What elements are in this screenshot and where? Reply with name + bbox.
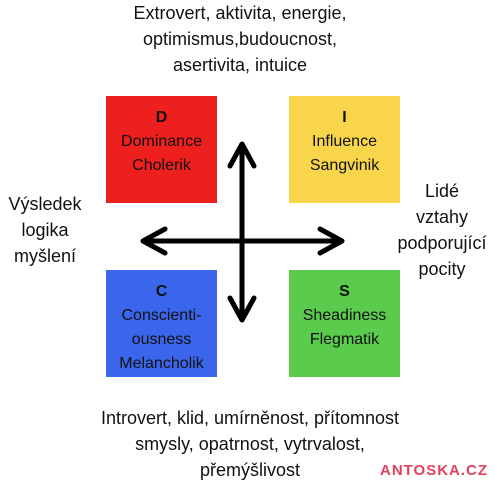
quadrant-c-line-3: Melancholik bbox=[119, 355, 204, 372]
arrow-right-icon bbox=[317, 226, 345, 256]
quadrant-s-box: S Sheadiness Flegmatik bbox=[289, 270, 400, 377]
top-caption-line-1: Extrovert, aktivita, energie, bbox=[133, 3, 347, 23]
arrow-up-icon bbox=[227, 141, 257, 169]
top-caption: Extrovert, aktivita, energie, optimismus… bbox=[70, 0, 410, 78]
right-side-line-2: vztahy bbox=[415, 207, 469, 227]
quadrant-i-line-2: Sangvinik bbox=[309, 157, 380, 174]
bottom-caption-line-1: Introvert, klid, umírněnost, přítomnost bbox=[100, 408, 400, 428]
bottom-caption-line-3: přemýšlivost bbox=[199, 460, 301, 480]
bottom-caption-line-2: smysly, opatrnost, vytrvalost, bbox=[135, 434, 365, 454]
right-side-line-4: pocity bbox=[418, 259, 466, 279]
quadrant-d-line-1: Dominance bbox=[121, 133, 202, 150]
right-side-label: Lidé vztahy podporující pocity bbox=[392, 178, 492, 282]
right-side-line-3: podporující bbox=[397, 233, 487, 253]
quadrant-d-line-2: Cholerik bbox=[132, 157, 191, 174]
quadrant-c-line-2: ousness bbox=[131, 331, 192, 348]
quadrant-i-line-1: Influence bbox=[312, 133, 377, 150]
quadrant-i-box: I Influence Sangvinik bbox=[289, 96, 400, 203]
left-side-line-1: Výsledek bbox=[8, 194, 82, 214]
quadrant-d-box: D Dominance Cholerik bbox=[106, 96, 217, 203]
quadrant-i-letter: I bbox=[342, 109, 347, 126]
left-side-line-2: logika bbox=[21, 220, 69, 240]
quadrant-s-line-2: Flegmatik bbox=[309, 331, 380, 348]
top-caption-line-2: optimismus,budoucnost, bbox=[142, 29, 338, 49]
quadrant-d-letter: D bbox=[155, 109, 168, 126]
arrow-down-icon bbox=[227, 295, 257, 323]
right-side-line-1: Lidé bbox=[424, 181, 460, 201]
quadrant-s-line-1: Sheadiness bbox=[302, 307, 387, 324]
top-caption-line-3: asertivita, intuice bbox=[172, 55, 308, 75]
left-side-label: Výsledek logika myšlení bbox=[0, 191, 90, 269]
bottom-caption: Introvert, klid, umírněnost, přítomnost … bbox=[60, 405, 440, 483]
quadrant-c-letter: C bbox=[155, 283, 168, 300]
left-side-line-3: myšlení bbox=[13, 246, 76, 266]
brand-logo: ANTOSKA.CZ bbox=[380, 462, 489, 479]
arrow-left-icon bbox=[140, 226, 168, 256]
quadrant-c-box: C Conscienti- ousness Melancholik bbox=[106, 270, 217, 377]
quadrant-s-letter: S bbox=[339, 283, 350, 300]
quadrant-c-line-1: Conscienti- bbox=[121, 307, 202, 324]
